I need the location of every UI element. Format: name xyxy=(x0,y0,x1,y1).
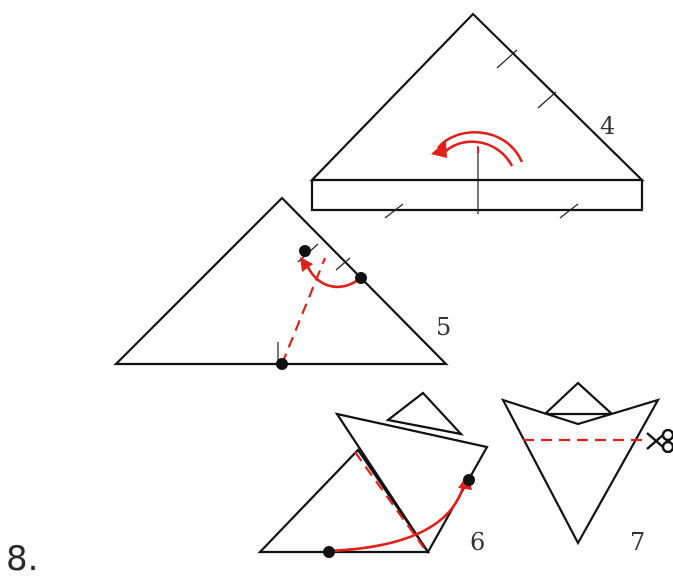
step-5-arrow-head xyxy=(300,257,313,272)
step-4-fold-arrow xyxy=(436,130,524,163)
step-4-tick-mark xyxy=(537,91,557,109)
step-4-tick-mark xyxy=(559,203,579,219)
step-5-figure xyxy=(113,196,449,370)
step-7-figure xyxy=(500,381,661,546)
step-7-inverted-triangle xyxy=(500,398,661,546)
step-4-tick-mark xyxy=(496,49,518,69)
step-7-label: 7 xyxy=(630,528,646,556)
step-5-reference-dot xyxy=(355,272,367,284)
step-6-back-flap xyxy=(385,391,465,436)
step-4-bottom-strip xyxy=(310,180,644,212)
step-6-fold-arrow xyxy=(328,483,466,553)
step-5-fold-line xyxy=(280,257,327,365)
scissors-icon xyxy=(646,429,673,453)
step-6-reference-dot xyxy=(323,546,335,558)
step-7-back-point xyxy=(542,381,615,416)
step-4-tick-mark xyxy=(384,203,404,219)
step-6-reference-dot xyxy=(463,474,475,486)
step-5-tick-mark xyxy=(335,257,351,271)
step-4-figure xyxy=(309,12,645,219)
step-5-triangle xyxy=(113,196,449,366)
step-5-reference-dot xyxy=(299,245,311,257)
step-6-label: 6 xyxy=(470,528,486,556)
section-number: 8. xyxy=(6,539,39,579)
step-6-lower-triangle xyxy=(257,448,431,554)
step-6-figure xyxy=(257,391,489,558)
step-4-triangle xyxy=(309,12,645,182)
step-5-fold-arrow xyxy=(304,261,359,289)
step-5-label: 5 xyxy=(436,313,452,341)
step-4-label: 4 xyxy=(600,112,616,140)
step-6-fold-line xyxy=(354,451,425,549)
step-4-arrow-head xyxy=(431,141,447,158)
step-4-fold-arrow-inner xyxy=(442,140,514,167)
step-5-reference-dot xyxy=(276,358,288,370)
